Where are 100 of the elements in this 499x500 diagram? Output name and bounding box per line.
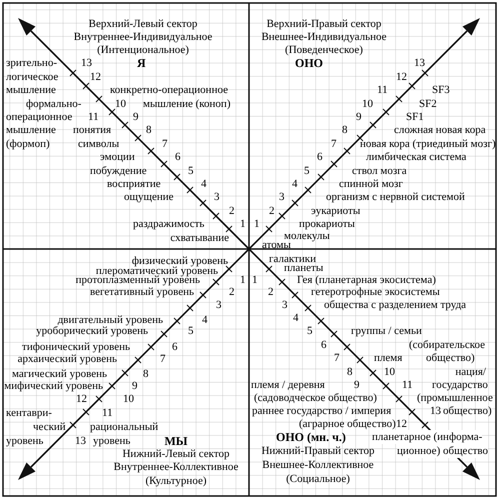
level-label: (собирательское bbox=[409, 338, 486, 352]
level-label: (формоп) bbox=[6, 137, 50, 151]
level-number: 12 bbox=[396, 70, 407, 84]
level-label: Гея (планетарная экосистема) bbox=[297, 273, 436, 287]
level-label: ощущение bbox=[124, 190, 174, 204]
quadrant-heading: Внутреннее-Индивидуальное bbox=[74, 30, 212, 44]
level-label: зрительно- bbox=[6, 56, 57, 70]
level-number: 7 bbox=[334, 351, 340, 365]
level-label: ческий bbox=[33, 420, 66, 434]
level-number: 3 bbox=[282, 298, 288, 312]
level-number: 5 bbox=[188, 164, 194, 178]
level-number: 4 bbox=[201, 177, 206, 191]
level-number: 12 bbox=[76, 392, 87, 406]
level-number: 13 bbox=[414, 56, 425, 70]
level-number: 13 bbox=[430, 404, 441, 418]
level-label: организм с нервной системой bbox=[326, 190, 465, 204]
level-label: уровень bbox=[6, 434, 44, 448]
level-label: сложная новая кора bbox=[394, 123, 486, 137]
level-label: эмоции bbox=[100, 150, 135, 164]
level-number: 8 bbox=[143, 367, 148, 381]
level-number: 11 bbox=[88, 110, 99, 124]
level-number: 5 bbox=[188, 324, 194, 338]
level-number: 9 bbox=[354, 378, 360, 392]
level-number: 13 bbox=[81, 56, 92, 70]
quadrant-pronoun: МЫ bbox=[164, 434, 188, 448]
level-number: 8 bbox=[146, 123, 152, 137]
quadrant-heading: Внешнее-Индивидуальное bbox=[261, 30, 387, 44]
level-label: гетеротрофные экосистемы bbox=[311, 286, 440, 299]
level-label: SF3 bbox=[432, 83, 450, 97]
level-number: 6 bbox=[175, 150, 180, 164]
level-number: 12 bbox=[396, 417, 407, 431]
level-number: 4 bbox=[293, 311, 298, 325]
quadrant-heading: Нижний-Правый сектор bbox=[261, 444, 375, 458]
level-number: 6 bbox=[317, 150, 322, 164]
level-label: мифический уровень bbox=[4, 380, 103, 393]
level-number: 7 bbox=[162, 137, 168, 151]
level-number: 6 bbox=[321, 338, 326, 352]
level-label: физический уровень bbox=[132, 254, 228, 267]
level-label: племя / деревня bbox=[251, 378, 325, 392]
level-label: ствол мозга bbox=[352, 164, 407, 178]
level-number: 3 bbox=[279, 190, 284, 204]
level-label: нация/ bbox=[455, 365, 486, 379]
level-label: конкретно-операционное bbox=[110, 83, 228, 97]
level-number: 2 bbox=[229, 285, 234, 299]
quadrant-heading: Внутреннее-Коллективное bbox=[114, 460, 238, 474]
level-number: 1 bbox=[240, 273, 246, 287]
level-label: племя bbox=[374, 351, 402, 365]
level-number: 1 bbox=[254, 217, 260, 231]
level-number: 8 bbox=[342, 123, 348, 137]
level-label: мышление (коноп) bbox=[143, 97, 230, 111]
level-number: 1 bbox=[252, 273, 258, 287]
quadrant-heading: (Поведенческое) bbox=[285, 43, 363, 57]
level-label: мышление bbox=[6, 123, 56, 137]
level-number: 9 bbox=[356, 110, 362, 124]
level-label: схватывание bbox=[170, 231, 229, 245]
level-label: раздражимость bbox=[133, 217, 204, 231]
level-label: восприятие bbox=[107, 177, 161, 191]
level-label: эукариоты bbox=[311, 204, 360, 218]
level-label: планетарное (информа- bbox=[372, 430, 482, 444]
quadrant-pronoun: ОНО (мн. ч.) bbox=[276, 430, 346, 444]
level-number: 10 bbox=[362, 97, 373, 111]
level-number: 10 bbox=[123, 392, 134, 406]
level-number: 5 bbox=[307, 324, 312, 338]
level-label: раннее государство / империя bbox=[252, 404, 392, 418]
level-label: операционное bbox=[6, 110, 72, 124]
level-label: ционное) общество bbox=[397, 444, 488, 458]
level-number: 2 bbox=[229, 204, 234, 218]
level-label: спинной мозг bbox=[339, 177, 403, 191]
level-label: общество) bbox=[426, 351, 475, 365]
level-label: (садоводческое общество) bbox=[254, 391, 377, 405]
level-label: вегетативный уровень bbox=[90, 286, 194, 299]
level-label: новая кора (триединый мозг) bbox=[360, 137, 496, 151]
level-label: прокариоты bbox=[299, 217, 355, 231]
level-number: 1 bbox=[240, 217, 246, 231]
level-number: 4 bbox=[292, 177, 298, 191]
level-number: 10 bbox=[115, 97, 126, 111]
quadrant-pronoun: ОНО bbox=[295, 56, 323, 70]
level-number: 7 bbox=[160, 352, 166, 366]
level-number: 9 bbox=[132, 379, 138, 393]
level-label: рациональный bbox=[90, 420, 158, 434]
level-label: формально- bbox=[26, 97, 82, 111]
quadrant-heading: Нижний-Левый сектор bbox=[122, 447, 230, 461]
level-number: 13 bbox=[75, 434, 86, 448]
level-label: SF2 bbox=[419, 97, 437, 111]
level-number: 8 bbox=[347, 365, 352, 379]
level-label: общество) bbox=[443, 404, 492, 418]
level-number: 11 bbox=[102, 406, 113, 420]
level-number: 3 bbox=[216, 298, 222, 312]
quadrant-heading: (Интенциональное) bbox=[97, 43, 189, 57]
level-number: 2 bbox=[268, 285, 274, 299]
level-number: 10 bbox=[384, 365, 395, 379]
level-label: архаический уровень bbox=[18, 352, 117, 366]
level-number: 9 bbox=[133, 110, 138, 124]
level-label: двигательный уровень bbox=[58, 313, 163, 326]
quadrant-heading: (Социальное) bbox=[286, 472, 350, 486]
level-number: 6 bbox=[172, 340, 178, 354]
level-label: символы bbox=[78, 137, 120, 151]
level-number: 11 bbox=[377, 83, 388, 97]
level-label: тифонический уровень bbox=[22, 340, 130, 354]
level-number: 3 bbox=[214, 190, 220, 204]
